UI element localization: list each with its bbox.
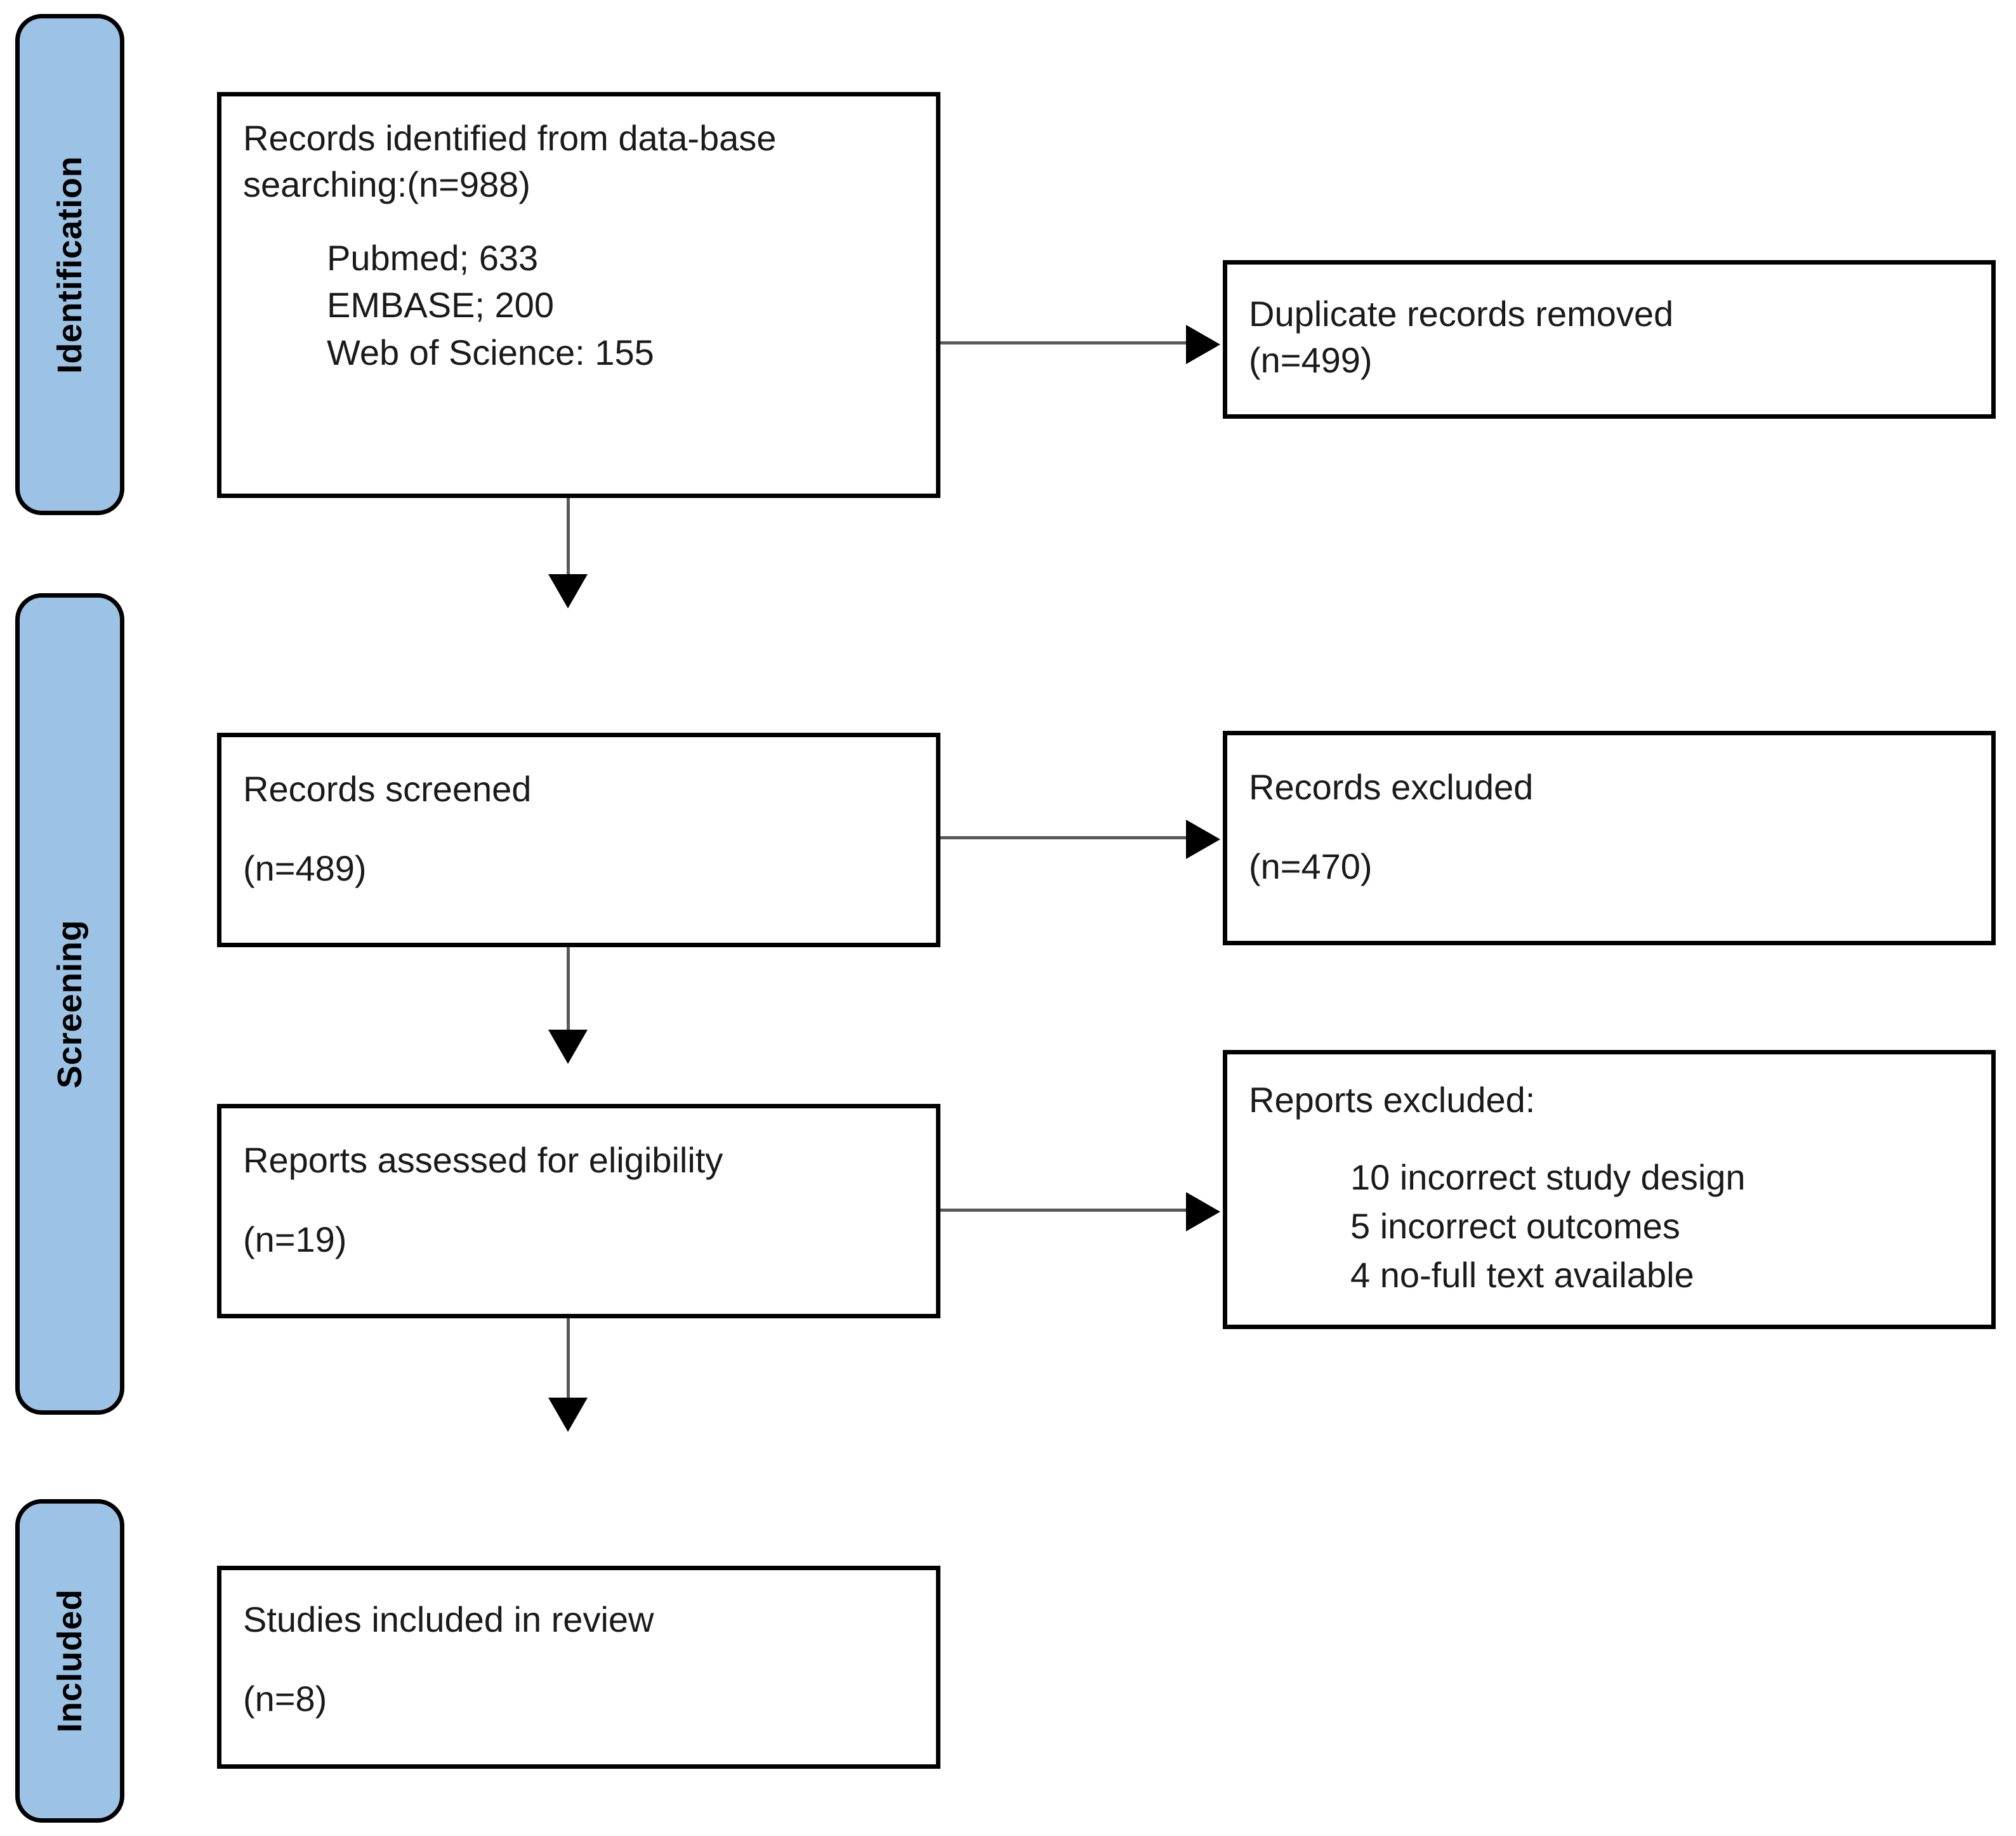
reports-assessed-line1: Reports assessed for eligibility [243, 1140, 723, 1180]
connector-identified-to-screened [567, 498, 570, 577]
arrowhead-screened-to-assessed [548, 1030, 588, 1064]
reason-item-incorrect-study-design: 10 incorrect study design [1350, 1157, 1746, 1197]
stage-bar-identification: Identification [15, 14, 124, 515]
connector-screened-to-excluded [940, 836, 1189, 839]
source-item-embase: EMBASE; 200 [327, 285, 554, 325]
box-studies-included: Studies included in review (n=8) [217, 1566, 940, 1769]
stage-label-included: Included [51, 1589, 89, 1733]
records-screened-line2: (n=489) [243, 848, 367, 888]
records-screened-line1: Records screened [243, 769, 532, 809]
arrowhead-identified-to-screened [548, 574, 588, 608]
duplicates-removed-line1: Duplicate records removed [1249, 294, 1674, 334]
records-identified-source-list: Pubmed; 633 EMBASE; 200 Web of Science: … [243, 235, 914, 376]
records-identified-line1: Records identified from data-base [243, 118, 777, 158]
arrowhead-assessed-to-reports-excluded [1186, 1192, 1220, 1231]
stage-bar-included: Included [15, 1499, 124, 1823]
duplicates-removed-line2: (n=499) [1249, 339, 1373, 380]
connector-screened-to-assessed [567, 947, 570, 1033]
box-reports-excluded: Reports excluded: 10 incorrect study des… [1223, 1050, 1996, 1329]
arrowhead-screened-to-excluded [1186, 820, 1220, 859]
studies-included-line1: Studies included in review [243, 1599, 654, 1639]
reports-assessed-line2: (n=19) [243, 1219, 347, 1259]
box-records-excluded: Records excluded (n=470) [1223, 731, 1996, 945]
reports-excluded-line1: Reports excluded: [1249, 1080, 1536, 1120]
reports-excluded-reason-list: 10 incorrect study design 5 incorrect ou… [1249, 1153, 1970, 1300]
connector-identified-to-duplicates [940, 341, 1189, 344]
reason-item-no-full-text: 4 no-full text available [1350, 1255, 1694, 1295]
records-identified-line2: searching:(n=988) [243, 164, 530, 204]
studies-included-line2: (n=8) [243, 1678, 327, 1719]
box-reports-assessed: Reports assessed for eligibility (n=19) [217, 1104, 940, 1318]
connector-assessed-to-reports-excluded [940, 1209, 1189, 1212]
records-excluded-line1: Records excluded [1249, 767, 1534, 807]
stage-label-screening: Screening [51, 919, 89, 1089]
connector-assessed-to-included [567, 1318, 570, 1401]
records-excluded-line2: (n=470) [1249, 846, 1373, 886]
box-duplicates-removed: Duplicate records removed (n=499) [1223, 260, 1996, 419]
arrowhead-identified-to-duplicates [1186, 325, 1220, 364]
box-records-screened: Records screened (n=489) [217, 733, 940, 947]
stage-bar-screening: Screening [15, 593, 124, 1415]
arrowhead-assessed-to-included [548, 1398, 588, 1432]
reason-item-incorrect-outcomes: 5 incorrect outcomes [1350, 1206, 1680, 1247]
source-item-pubmed: Pubmed; 633 [327, 237, 539, 278]
stage-label-identification: Identification [51, 155, 89, 374]
box-records-identified: Records identified from data-base search… [217, 92, 940, 498]
source-item-web-of-science: Web of Science: 155 [327, 332, 654, 372]
